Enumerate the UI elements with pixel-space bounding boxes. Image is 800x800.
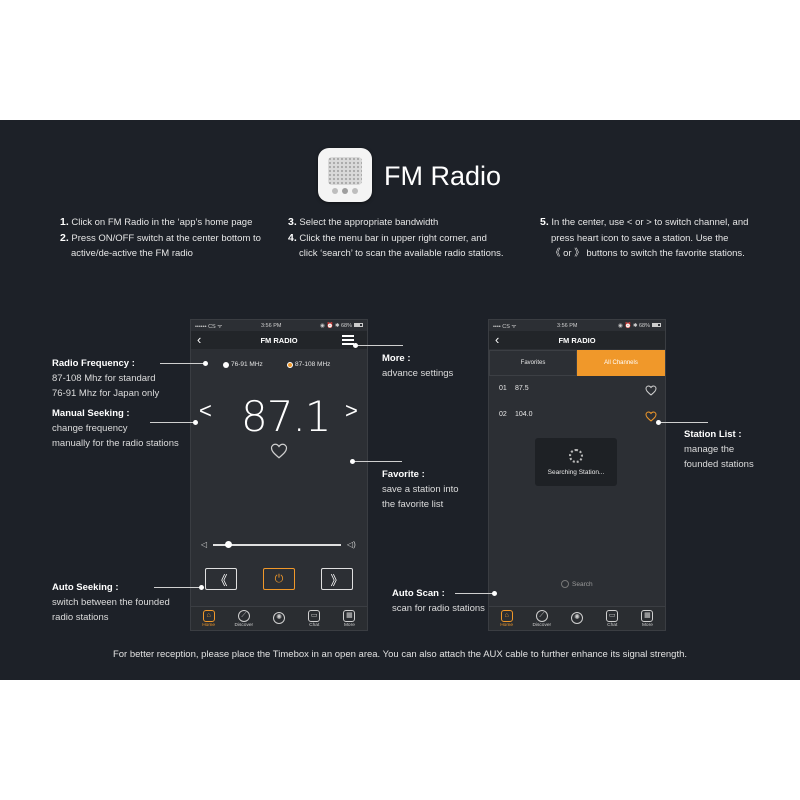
nav-title: FM RADIO (558, 335, 596, 345)
callout-manual-seeking: Manual Seeking : change frequency manual… (52, 408, 179, 449)
steps-column-1: 1. Click on FM Radio in the ‘app’s home … (60, 216, 261, 259)
band-option-87-108[interactable]: 87-108 MHz (287, 361, 330, 368)
chat-icon: ▭ (308, 609, 321, 622)
volume-high-icon: ◁) (347, 540, 356, 549)
frequency-display: 87.1 (241, 392, 332, 441)
search-button[interactable]: Search (561, 580, 593, 588)
volume-track[interactable] (213, 544, 341, 546)
status-bar: •••• CS ᯤ 3:56 PM ◉ ⏰ ✱ 68% (489, 320, 665, 331)
home-icon: ⌂ (500, 609, 513, 622)
chat-icon: ▭ (606, 609, 619, 622)
menu-icon[interactable] (342, 335, 354, 345)
status-bar: •••••• CS ᯤ 3:56 PM ◉ ⏰ ✱ 68% (191, 320, 367, 331)
nav-bar: ‹ FM RADIO (191, 331, 367, 349)
search-icon (561, 580, 569, 588)
callout-line (350, 459, 402, 464)
home-icon: ⌂ (202, 609, 215, 622)
searching-toast: Searching Station... (535, 438, 617, 486)
spinner-icon (569, 448, 583, 463)
back-button[interactable]: ‹ (495, 332, 500, 347)
callout-line (150, 420, 198, 425)
band-option-76-91[interactable]: 76-91 MHz (223, 361, 263, 368)
callout-auto-scan: Auto Scan : scan for radio stations (392, 588, 485, 614)
callout-auto-seeking: Auto Seeking : switch between the founde… (52, 582, 170, 623)
heart-icon[interactable] (645, 411, 657, 422)
segmented-control: Favorites All Channels (489, 350, 665, 376)
steps-column-2: 3. Select the appropriate bandwidth 4. C… (288, 216, 504, 259)
fm-radio-app-icon (318, 148, 372, 202)
tab-chat[interactable]: ▭Chat (606, 609, 619, 628)
callout-more: More : advance settings (382, 353, 454, 379)
callout-line (455, 591, 497, 596)
battery-icon (354, 323, 363, 328)
grid-icon: ▦ (343, 609, 356, 622)
tab-more[interactable]: ▦More (343, 609, 356, 628)
back-button[interactable]: ‹ (197, 332, 202, 347)
tab-all-channels[interactable]: All Channels (577, 350, 665, 376)
nav-title: FM RADIO (260, 335, 298, 345)
page-title: FM Radio (384, 161, 502, 191)
tab-discover[interactable]: ⟋Discover (234, 609, 254, 628)
compass-icon: ⟋ (237, 609, 250, 622)
callout-line (353, 343, 403, 348)
tab-discover[interactable]: ⟋Discover (532, 609, 552, 628)
volume-slider[interactable]: ◁ ◁) (201, 540, 357, 550)
tab-bar: ⌂Home ⟋Discover ✺ ▭Chat ▦More (191, 606, 367, 630)
volume-low-icon: ◁ (201, 540, 208, 549)
seek-forward-button[interactable]: 》 (321, 568, 353, 590)
grid-icon: ▦ (641, 609, 654, 622)
heart-icon[interactable] (270, 442, 288, 460)
callout-favorite: Favorite : save a station into the favor… (382, 469, 459, 510)
next-channel-button[interactable]: > (345, 398, 358, 423)
radio-dot-selected-icon (287, 361, 293, 368)
footer-note: For better reception, please place the T… (112, 649, 688, 660)
tab-home[interactable]: ⌂Home (500, 609, 513, 628)
heart-icon[interactable] (645, 385, 657, 396)
compass-icon: ⟋ (535, 609, 548, 622)
tab-home[interactable]: ⌂Home (202, 609, 215, 628)
callout-line (160, 361, 208, 366)
station-row[interactable]: 02 104.0 (499, 411, 657, 423)
callout-radio-frequency: Radio Frequency : 87-108 Mhz for standar… (52, 358, 160, 399)
tab-bar: ⌂Home ⟋Discover ✺ ▭Chat ▦More (489, 606, 665, 630)
sun-icon: ✺ (571, 612, 583, 624)
speaker-buttons (332, 188, 358, 194)
callout-line (656, 420, 708, 425)
sun-icon: ✺ (273, 612, 285, 624)
speaker-grill (328, 157, 362, 185)
tab-chat[interactable]: ▭Chat (308, 609, 321, 628)
steps-column-3: 5. In the center, use < or > to switch c… (540, 216, 749, 259)
callout-station-list: Station List : manage the founded statio… (684, 429, 754, 470)
volume-knob[interactable] (225, 541, 233, 548)
tab-light[interactable]: ✺ (559, 607, 594, 630)
radio-dot-icon (223, 361, 229, 368)
nav-bar: ‹ FM RADIO (489, 331, 665, 349)
callout-line (154, 585, 204, 590)
battery-icon (651, 323, 661, 328)
tab-more[interactable]: ▦More (641, 609, 654, 628)
instruction-panel: FM Radio 1. Click on FM Radio in the ‘ap… (0, 120, 800, 680)
station-row[interactable]: 01 87.5 (499, 385, 657, 397)
phone-fm-radio-screen: •••••• CS ᯤ 3:56 PM ◉ ⏰ ✱ 68% ‹ FM RADIO… (190, 319, 368, 631)
seek-back-button[interactable]: 《 (205, 568, 237, 590)
tab-favorites[interactable]: Favorites (489, 350, 577, 376)
tab-light[interactable]: ✺ (261, 607, 296, 630)
power-button[interactable]: ⏻ (263, 568, 295, 590)
prev-channel-button[interactable]: < (199, 398, 212, 423)
phone-station-list-screen: •••• CS ᯤ 3:56 PM ◉ ⏰ ✱ 68% ‹ FM RADIO F… (488, 319, 666, 631)
